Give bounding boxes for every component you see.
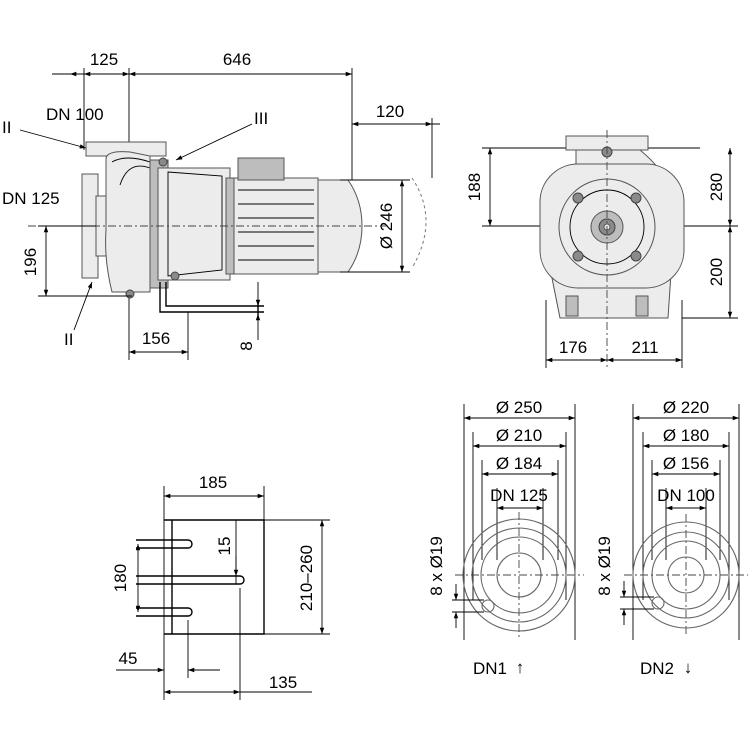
dim-188: 188 (465, 173, 484, 201)
dim-120: 120 (376, 102, 404, 121)
dim-176: 176 (559, 338, 587, 357)
terminal-box (237, 157, 285, 181)
flange-inlet-holes: 8 x Ø19 (427, 536, 446, 596)
dim-axis-height: 196 (21, 248, 40, 276)
dim-280: 280 (707, 173, 726, 201)
dim-646: 646 (223, 50, 251, 69)
foot-outline (164, 519, 265, 635)
flange-outlet-nominal: DN 100 (657, 486, 715, 505)
dim-185: 185 (199, 473, 227, 492)
label-detail-ii-bottom: II (64, 330, 73, 349)
flange-outlet-holes: 8 x Ø19 (595, 536, 614, 596)
flange-inlet: Ø 250 Ø 210 Ø 184 DN 125 8 x Ø19 DN1 ↑ (427, 398, 584, 678)
dim-156: 156 (142, 329, 170, 348)
flange-outlet-arrow: ↓ (684, 658, 693, 677)
flange-inlet-arrow: ↑ (516, 658, 525, 677)
dim-15: 15 (215, 537, 234, 556)
flange-outlet-bolt-hole (651, 596, 665, 610)
label-detail-ii-top: II (2, 118, 11, 137)
foot-slots (136, 539, 245, 617)
base-frame (159, 282, 264, 316)
flange-inlet-bolt-hole (481, 599, 495, 613)
label-detail-iii: III (254, 109, 268, 128)
dim-motor-diameter: Ø 246 (377, 203, 396, 249)
flange-inlet-nominal: DN 125 (490, 486, 548, 505)
dim-210-260: 210–260 (297, 545, 316, 611)
dim-45: 45 (119, 649, 138, 668)
side-view: 125 646 120 DN 100 DN 125 II II III (2, 50, 440, 360)
front-view: 188 280 200 176 211 (465, 130, 738, 370)
label-dn-125: DN 125 (2, 189, 60, 208)
label-dn-100: DN 100 (46, 105, 104, 124)
dim-135: 135 (269, 673, 297, 692)
pump-housing (81, 141, 235, 299)
fan-clearance-arc (411, 177, 427, 269)
dim-211: 211 (631, 338, 658, 357)
dim-200: 200 (707, 258, 726, 286)
dim-180: 180 (111, 564, 130, 592)
flange-outlet-label: DN2 (640, 659, 674, 678)
flange-inlet-bolt-circle: Ø 210 (496, 426, 542, 445)
flange-outlet-bolt-circle: Ø 180 (663, 426, 709, 445)
foot-detail: 185 15 180 210–260 45 135 (111, 473, 330, 700)
dim-125: 125 (90, 50, 118, 69)
flange-outlet-outer-diameter: Ø 220 (663, 398, 709, 417)
flange-outlet: Ø 220 Ø 180 Ø 156 DN 100 8 x Ø19 DN2 ↓ (595, 398, 748, 678)
flange-inlet-raised-face: Ø 184 (496, 454, 542, 473)
motor (233, 157, 363, 275)
flange-outlet-raised-face: Ø 156 (663, 454, 709, 473)
flange-inlet-label: DN1 (473, 659, 507, 678)
dim-8: 8 (237, 341, 256, 350)
flange-inlet-outer-diameter: Ø 250 (496, 398, 542, 417)
